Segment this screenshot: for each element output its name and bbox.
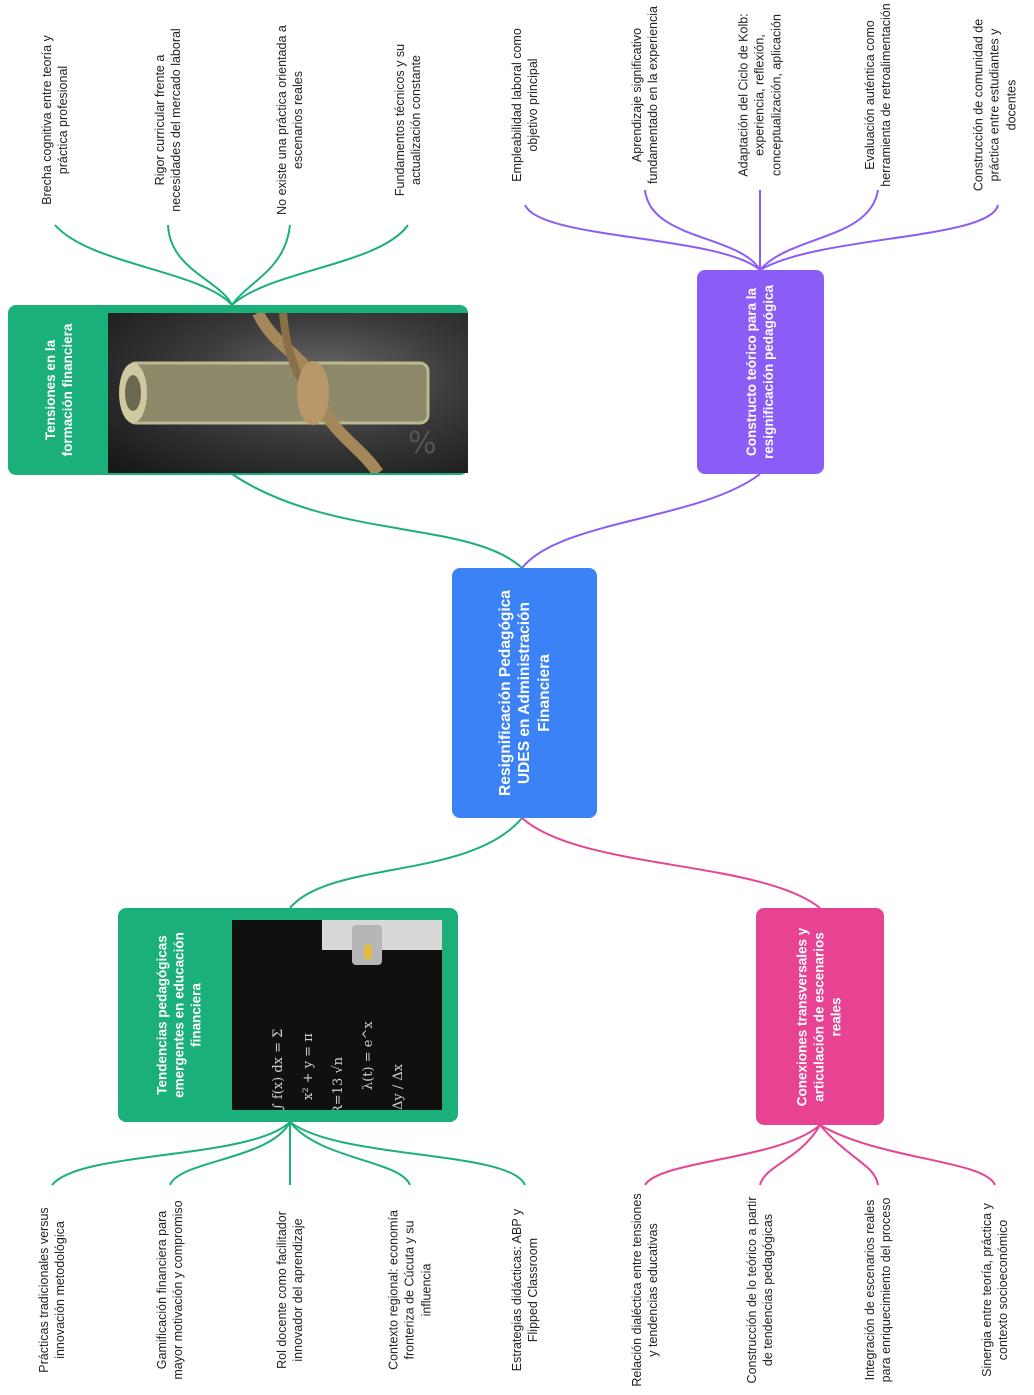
- leaf-constructo-4: Evaluación auténtica como herramienta de…: [848, 0, 908, 190]
- connector-tendencias-leaf-1: [51, 1121, 291, 1186]
- connector-conexiones-leaf-2: [759, 1124, 821, 1186]
- connector-tendencias-leaf-5: [289, 1121, 526, 1186]
- leaf-tendencias-4: Contexto regional: economía fronteriza d…: [380, 1190, 440, 1390]
- leaf-text: Prácticas tradicionales versus innovació…: [36, 1207, 67, 1373]
- leaf-text: Construcción de lo teórico a partir de t…: [744, 1196, 775, 1384]
- leaf-text: Evaluación auténtica como herramienta de…: [862, 3, 893, 187]
- connector-conexiones-leaf-1: [644, 1124, 821, 1186]
- leaf-text: Gamificación financiera para mayor motiv…: [154, 1200, 185, 1380]
- leaf-constructo-1: Empleabilidad laboral como objetivo prin…: [495, 5, 555, 205]
- connector-tensiones-leaf-4: [231, 224, 409, 306]
- blackboard-illustration: ∫ f(x) dx = Σ x² + y = π R=13 √n λ(t) = …: [271, 920, 442, 1110]
- leaf-text: Rigor curricular frente a necesidades de…: [152, 28, 183, 212]
- branch-label-constructo: Constructo teórico para la resignificaci…: [743, 284, 776, 460]
- leaf-tendencias-5: Estrategias didácticas: ABP y Flipped Cl…: [495, 1190, 555, 1390]
- connector-constructo-leaf-1: [524, 204, 761, 271]
- branch-label-tendencias: Tendencias pedagógicas emergentes en edu…: [154, 932, 204, 1098]
- svg-text:R=13 √n: R=13 √n: [331, 1056, 346, 1110]
- connector-constructo-leaf-2: [644, 189, 761, 271]
- leaf-text: Relación dialéctica entre tensiones y te…: [629, 1193, 660, 1387]
- leaf-tensiones-3: No existe una práctica orientada a escen…: [260, 20, 320, 220]
- leaf-constructo-3: Adaptación del Ciclo de Kolb: experienci…: [720, 0, 800, 190]
- branch-node-tensiones[interactable]: Tensiones en la formación financiera %: [8, 305, 468, 475]
- leaf-conexiones-1: Relación dialéctica entre tensiones y te…: [615, 1190, 675, 1390]
- leaf-text: Fundamentos técnicos y su actualización …: [392, 43, 423, 197]
- leaf-tendencias-3: Rol docente como facilitador innovador d…: [260, 1190, 320, 1390]
- connector-tendencias-leaf-2: [169, 1121, 291, 1186]
- svg-text:x² + y = π: x² + y = π: [301, 1033, 316, 1100]
- connector-tendencias-leaf-4: [289, 1121, 411, 1186]
- svg-text:λ(t) = e^x: λ(t) = e^x: [361, 1021, 376, 1090]
- leaf-constructo-2: Aprendizaje significativo fundamentado e…: [615, 0, 675, 190]
- connector-central-constructo: [521, 473, 761, 569]
- leaf-text: Estrategias didácticas: ABP y Flipped Cl…: [509, 1208, 540, 1372]
- connector-constructo-leaf-4: [759, 189, 879, 271]
- branch-node-conexiones[interactable]: Conexiones transversales y articulación …: [756, 908, 884, 1125]
- central-node-label: Resignificación Pedagógica UDES en Admin…: [496, 590, 553, 796]
- branch-node-constructo[interactable]: Constructo teórico para la resignificaci…: [697, 270, 824, 474]
- leaf-conexiones-3: Integración de escenarios reales para en…: [848, 1190, 908, 1390]
- leaf-text: Empleabilidad laboral como objetivo prin…: [509, 28, 540, 182]
- connector-tensiones-leaf-1: [54, 224, 233, 306]
- leaf-conexiones-2: Construcción de lo teórico a partir de t…: [730, 1190, 790, 1390]
- leaf-tensiones-4: Fundamentos técnicos y su actualización …: [378, 20, 438, 220]
- connector-conexiones-leaf-4: [819, 1124, 996, 1186]
- svg-text:Δy / Δx: Δy / Δx: [391, 1063, 406, 1110]
- leaf-conexiones-4: Sinergia entre teoría, práctica y contex…: [965, 1190, 1025, 1390]
- leaf-text: Sinergia entre teoría, práctica y contex…: [979, 1203, 1010, 1377]
- leaf-constructo-5: Construcción de comunidad de práctica en…: [955, 5, 1034, 205]
- leaf-text: Adaptación del Ciclo de Kolb: experienci…: [736, 13, 784, 177]
- leaf-text: No existe una práctica orientada a escen…: [274, 25, 305, 215]
- leaf-text: Integración de escenarios reales para en…: [862, 1197, 893, 1383]
- connector-conexiones-leaf-3: [819, 1124, 879, 1186]
- leaf-text: Aprendizaje significativo fundamentado e…: [629, 6, 660, 184]
- central-node[interactable]: Resignificación Pedagógica UDES en Admin…: [452, 568, 597, 818]
- leaf-tensiones-2: Rigor curricular frente a necesidades de…: [138, 20, 198, 220]
- branch-label-tensiones: Tensiones en la formación financiera: [43, 323, 75, 457]
- connector-tensiones-leaf-3: [231, 224, 291, 306]
- leaf-text: Rol docente como facilitador innovador d…: [274, 1211, 305, 1369]
- branch-label-conexiones: Conexiones transversales y articulación …: [794, 927, 844, 1106]
- money-rope-photo: %: [108, 313, 468, 473]
- leaf-tendencias-1: Prácticas tradicionales versus innovació…: [22, 1190, 82, 1390]
- leaf-text: Brecha cognitiva entre teoría y práctica…: [39, 35, 70, 205]
- blackboard-formulas-photo: ∫ f(x) dx = Σ x² + y = π R=13 √n λ(t) = …: [232, 920, 442, 1110]
- svg-text:∫ f(x) dx = Σ: ∫ f(x) dx = Σ: [271, 1029, 286, 1110]
- connector-central-tensiones: [231, 473, 523, 569]
- connector-central-tendencias: [289, 817, 523, 909]
- connector-constructo-leaf-5: [759, 204, 999, 271]
- connector-tensiones-leaf-2: [167, 224, 233, 306]
- leaf-text: Construcción de comunidad de práctica en…: [971, 18, 1019, 192]
- leaf-tendencias-2: Gamificación financiera para mayor motiv…: [140, 1190, 200, 1390]
- svg-text:%: %: [408, 426, 437, 461]
- connector-central-conexiones: [521, 817, 821, 909]
- branch-node-tendencias[interactable]: Tendencias pedagógicas emergentes en edu…: [118, 908, 458, 1122]
- money-rope-illustration: %: [119, 313, 437, 473]
- leaf-text: Contexto regional: economía fronteriza d…: [386, 1210, 434, 1370]
- leaf-tensiones-1: Brecha cognitiva entre teoría y práctica…: [25, 20, 85, 220]
